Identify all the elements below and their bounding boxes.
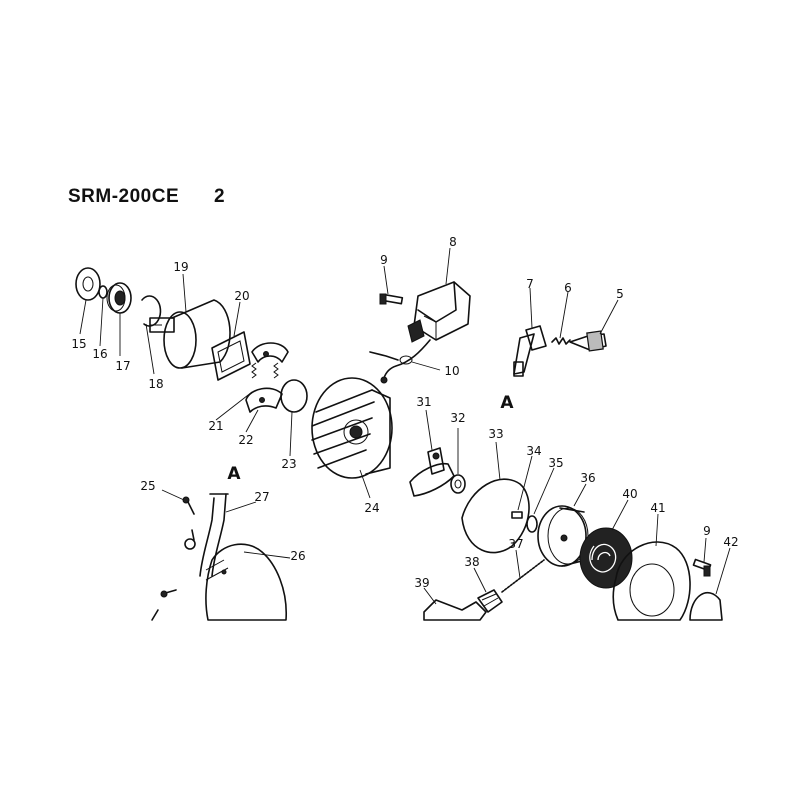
bolt-9 <box>379 293 404 305</box>
label-part-26: 26 <box>290 549 305 563</box>
washer-15 <box>75 267 101 301</box>
label-part-27: 27 <box>254 490 269 504</box>
bolt-9-lower <box>692 558 712 577</box>
clutch-drum-19 <box>149 299 231 369</box>
flywheel-24 <box>311 377 393 479</box>
ref-mark-a-upper: A <box>500 393 514 413</box>
label-part-5: 5 <box>616 287 624 301</box>
label-part-32: 32 <box>450 411 465 425</box>
label-part-24: 24 <box>364 501 379 515</box>
plug-lead-27 <box>199 493 229 577</box>
screw-25 <box>182 496 195 515</box>
label-part-16: 16 <box>92 347 107 361</box>
label-part-7: 7 <box>526 277 534 291</box>
leader-lines <box>79 247 731 605</box>
ground-terminal <box>184 529 196 550</box>
label-part-39: 39 <box>414 576 429 590</box>
cylinder-cover-26 <box>205 543 287 621</box>
washer-16 <box>98 285 108 299</box>
label-part-9-lower: 9 <box>703 524 711 538</box>
bushing-32 <box>450 474 466 494</box>
spring-21 <box>251 362 279 379</box>
label-part-40: 40 <box>622 487 637 501</box>
wire-10 <box>369 339 431 384</box>
label-part-23: 23 <box>281 457 296 471</box>
label-part-8: 8 <box>449 235 457 249</box>
washer-23 <box>280 379 308 413</box>
starter-case-39 <box>423 599 487 621</box>
recoil-spring-40 <box>579 527 633 589</box>
label-part-22: 22 <box>238 433 253 447</box>
plug-cap-7 <box>513 325 547 377</box>
label-part-15: 15 <box>71 337 86 351</box>
label-part-9: 9 <box>380 253 388 267</box>
label-part-20: 20 <box>234 289 249 303</box>
label-part-42: 42 <box>723 535 738 549</box>
ignition-coil-8 <box>407 281 471 343</box>
washer-35 <box>526 515 538 533</box>
label-part-25: 25 <box>140 479 155 493</box>
ref-mark-a-lower: A <box>227 464 241 484</box>
rope-37 <box>501 559 545 593</box>
label-part-17: 17 <box>115 359 130 373</box>
label-part-38: 38 <box>464 555 479 569</box>
label-part-37: 37 <box>508 537 523 551</box>
label-part-6: 6 <box>564 281 572 295</box>
label-part-19: 19 <box>173 260 188 274</box>
clutch-shoe-22 <box>245 387 283 413</box>
starter-cover-41 <box>612 541 691 621</box>
sheet-number: 2 <box>214 186 225 207</box>
label-part-31: 31 <box>416 395 431 409</box>
ignition-base-31 <box>409 447 455 497</box>
cover-plate-42 <box>689 591 723 621</box>
snap-ring-18 <box>141 295 162 327</box>
label-part-41: 41 <box>650 501 665 515</box>
bearing-17 <box>106 282 132 314</box>
label-part-21: 21 <box>208 419 223 433</box>
rope-handle-38 <box>477 589 503 613</box>
clutch-shoe-upper <box>251 342 289 363</box>
terminal-5 <box>569 330 607 352</box>
label-part-10: 10 <box>444 364 459 378</box>
gasket-33 <box>461 478 530 554</box>
label-part-33: 33 <box>488 427 503 441</box>
spring-6 <box>551 337 571 345</box>
clutch-plate-20 <box>211 331 251 381</box>
label-part-34: 34 <box>526 444 541 458</box>
label-part-36: 36 <box>580 471 595 485</box>
model-title: SRM-200CE <box>68 186 180 207</box>
label-part-18: 18 <box>148 377 163 391</box>
bolt-lower-left <box>151 589 177 621</box>
screw-34 <box>511 511 523 519</box>
label-part-35: 35 <box>548 456 563 470</box>
